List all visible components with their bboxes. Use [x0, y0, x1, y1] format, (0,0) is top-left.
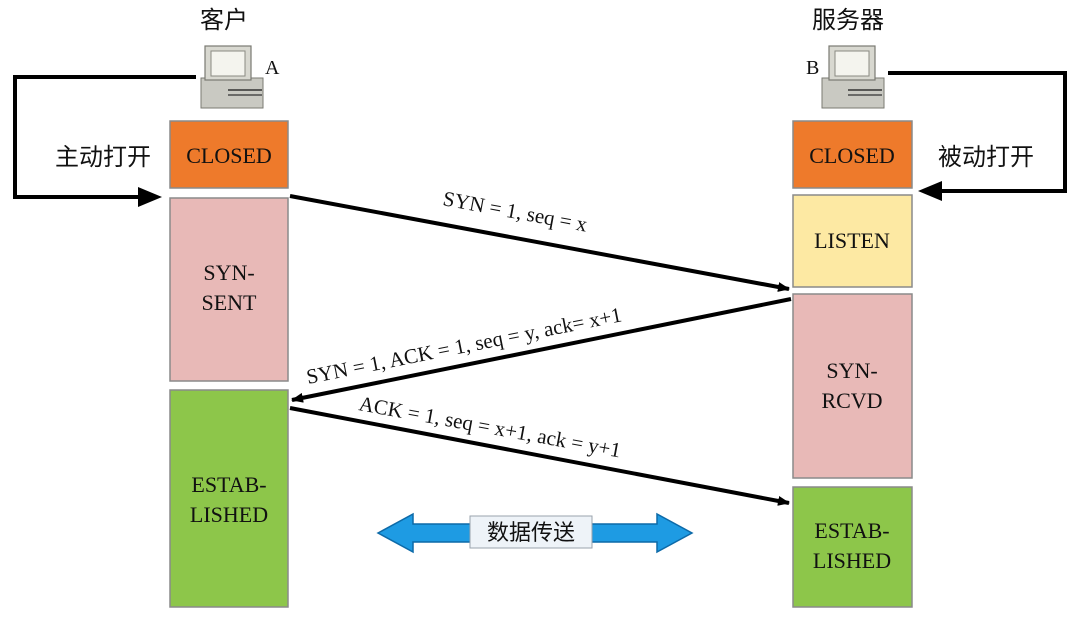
server-open-arrow [888, 71, 1067, 201]
client-state-syn-sent-label-2: SENT [202, 290, 258, 315]
server-state-closed: CLOSED [792, 120, 913, 189]
server-state-closed-box [792, 120, 913, 189]
server-state-syn-rcvd-box [792, 293, 913, 479]
client-state-established-box [169, 389, 289, 608]
client-state-established-label-2: LISHED [190, 502, 268, 527]
server-state-listen-box [792, 194, 913, 288]
server-state-established: ESTAB- LISHED [792, 486, 913, 608]
client-title: 客户 [200, 6, 248, 34]
client-state-syn-sent-box [169, 197, 289, 382]
message-label-syn-ack: SYN = 1, ACK = 1, seq = y, ack= x+1 [304, 302, 623, 388]
client-computer-icon [200, 45, 264, 109]
client-open-label: 主动打开 [55, 143, 151, 171]
client-state-syn-sent-label-1: SYN- [203, 260, 254, 285]
message-arrow-ack [289, 406, 790, 506]
client-state-established-label-1: ESTAB- [191, 472, 266, 497]
data-transfer-label-bg [469, 515, 593, 549]
message-arrow-syn [289, 194, 790, 292]
message-arrow-syn-ack [291, 297, 792, 403]
client-state-established: ESTAB- LISHED [169, 389, 289, 608]
server-state-listen-label: LISTEN [814, 228, 890, 253]
client-state-closed-box [169, 120, 289, 189]
client-open-arrow [13, 75, 196, 207]
server-state-syn-rcvd-label-1: SYN- [826, 358, 877, 383]
server-title: 服务器 [812, 6, 884, 34]
data-transfer-label: 数据传送 [487, 521, 575, 546]
server-open-label: 被动打开 [938, 143, 1034, 171]
server-state-established-label-1: ESTAB- [814, 518, 889, 543]
client-letter: A [265, 57, 280, 79]
server-state-listen: LISTEN [792, 194, 913, 288]
client-state-closed-label: CLOSED [186, 143, 272, 168]
server-state-syn-rcvd: SYN- RCVD [792, 293, 913, 479]
server-state-closed-label: CLOSED [809, 143, 895, 168]
server-state-established-label-2: LISHED [813, 548, 891, 573]
server-state-syn-rcvd-label-2: RCVD [821, 388, 882, 413]
client-state-closed: CLOSED [169, 120, 289, 189]
server-computer-icon [821, 45, 885, 109]
server-letter: B [806, 57, 819, 79]
server-state-established-box [792, 486, 913, 608]
client-state-syn-sent: SYN- SENT [169, 197, 289, 382]
